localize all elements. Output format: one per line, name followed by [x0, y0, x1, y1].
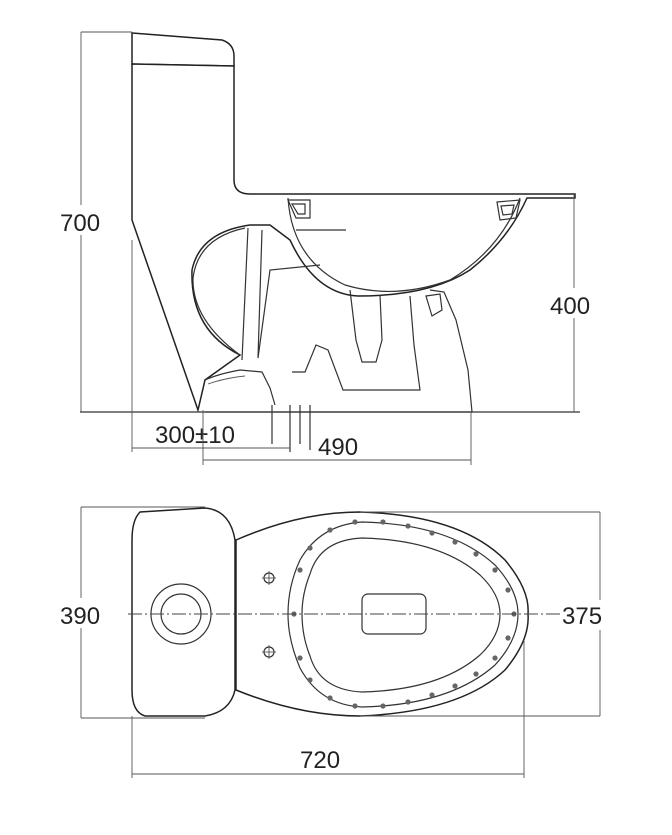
dim-700-label: 700: [60, 210, 100, 237]
bowl-opening: [301, 537, 501, 693]
foot-detail: [425, 293, 443, 317]
pedestal: [241, 227, 421, 391]
dim-490-label: 490: [318, 434, 358, 461]
seat-bracket-left: [287, 199, 311, 219]
tank-body-outline: [131, 63, 576, 413]
seat-ring: [287, 521, 519, 708]
top-view: 390 375 720: [55, 506, 618, 778]
base-contour: [204, 369, 276, 406]
dim-375-label: 375: [562, 603, 602, 630]
bowl-inner: [287, 197, 521, 293]
trapway-curve: [192, 227, 246, 356]
dim-400-label: 400: [550, 293, 590, 320]
seat-bracket-right: [496, 199, 521, 221]
bolt-hole-top: [262, 571, 276, 585]
base-inner: [207, 375, 246, 385]
side-view: 700 400 300±10 490: [55, 31, 604, 465]
tank-top: [131, 507, 236, 717]
dim-400-label-bg: [548, 288, 604, 318]
dim-390-label-bg: [55, 598, 115, 628]
dim-375-label-bg: [560, 600, 618, 630]
dim-rough-in-label: 300±10: [155, 422, 235, 449]
tank-lid: [131, 32, 235, 67]
rim-jet-dots: [291, 519, 517, 709]
pedestal-front: [205, 289, 473, 413]
dim-700-label-bg: [55, 205, 115, 235]
dim-390-label: 390: [60, 603, 100, 630]
bolt-hole-bottom: [262, 645, 276, 659]
dim-720-label: 720: [300, 747, 340, 774]
